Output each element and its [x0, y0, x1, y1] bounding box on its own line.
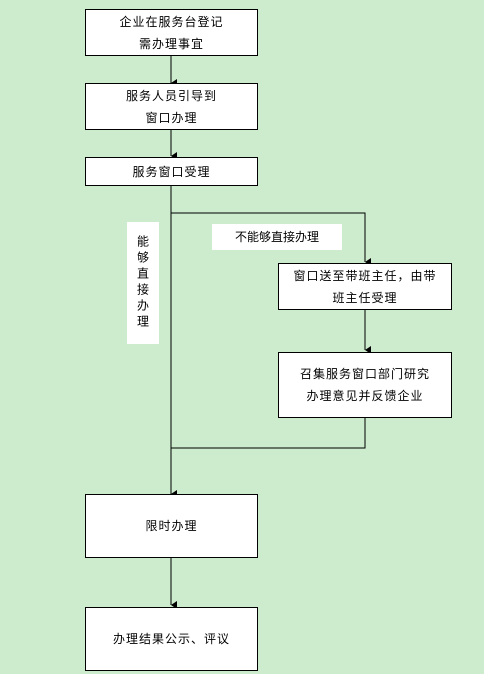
- node-research-text: 召集服务窗口部门研究 办理意见并反馈企业: [299, 367, 430, 403]
- node-shift-leader-text: 窗口送至带班主任，由带 班主任受理: [293, 268, 437, 305]
- node-guide: 服务人员引导到 窗口办理: [85, 83, 258, 130]
- node-publish-text: 办理结果公示、评议: [112, 632, 230, 646]
- node-research: 召集服务窗口部门研究 办理意见并反馈企业: [278, 352, 452, 418]
- label-cannot-direct: 不能够直接办理: [212, 224, 342, 250]
- node-time-limit-text: 限时办理: [145, 519, 198, 533]
- label-can-direct: 能够直接办理: [127, 222, 159, 344]
- node-register: 企业在服务台登记 需办理事宜: [85, 9, 258, 56]
- node-accept: 服务窗口受理: [85, 157, 258, 186]
- return-research-to-trunk: [171, 418, 366, 449]
- node-register-text: 企业在服务台登记 需办理事宜: [119, 14, 224, 51]
- node-accept-text: 服务窗口受理: [132, 164, 211, 179]
- node-publish: 办理结果公示、评议: [85, 607, 258, 671]
- branch-cannot-direct: [171, 212, 371, 266]
- node-guide-text: 服务人员引导到 窗口办理: [125, 88, 217, 125]
- node-time-limit: 限时办理: [85, 494, 258, 558]
- node-shift-leader: 窗口送至带班主任，由带 班主任受理: [278, 263, 452, 310]
